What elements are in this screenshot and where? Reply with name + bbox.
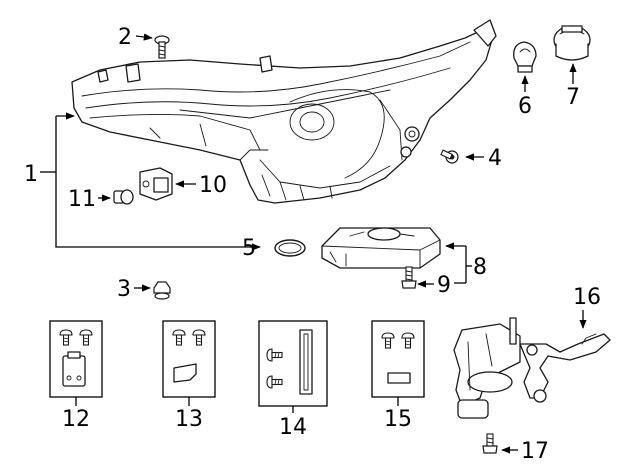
callout-16: 16	[573, 285, 601, 310]
callout-1: 1	[24, 162, 38, 187]
leveling-sensor-part-16	[453, 317, 611, 419]
callout-12: 12	[62, 407, 90, 432]
callout-7: 7	[566, 85, 580, 110]
bulb-part-6	[513, 41, 537, 73]
headlamp-assembly	[71, 19, 497, 204]
callout-15: 15	[384, 407, 412, 432]
callout-4: 4	[488, 146, 502, 171]
bolt-part-9	[401, 266, 417, 289]
callout-5: 5	[242, 236, 256, 261]
leader-lines	[40, 33, 587, 454]
bolt-part-4	[440, 149, 459, 164]
module-part-8	[321, 227, 441, 269]
callout-9: 9	[437, 273, 451, 298]
bolt-part-17	[482, 433, 498, 454]
callout-labels: 1 2 3 4 5 6 7 8 9 10 11 12 13 14 15 16 1…	[24, 25, 601, 464]
callout-8: 8	[473, 255, 487, 280]
kit-box-12	[49, 320, 103, 398]
callout-13: 13	[175, 407, 203, 432]
callout-10: 10	[199, 173, 227, 198]
callout-11: 11	[68, 187, 96, 212]
bolt-part-2	[154, 35, 170, 59]
callout-6: 6	[518, 94, 532, 119]
callout-14: 14	[279, 415, 307, 440]
kit-box-13	[162, 320, 216, 398]
callout-3: 3	[117, 277, 131, 302]
kit-box-15	[371, 320, 425, 398]
bulb-part-7	[553, 25, 591, 61]
actuator-part-10	[139, 167, 173, 201]
kit-box-14	[258, 320, 328, 407]
o-ring-part-5	[274, 239, 306, 257]
callout-17: 17	[521, 439, 549, 464]
clip-part-3	[153, 281, 171, 300]
socket-part-11	[113, 189, 134, 205]
callout-2: 2	[118, 25, 132, 50]
